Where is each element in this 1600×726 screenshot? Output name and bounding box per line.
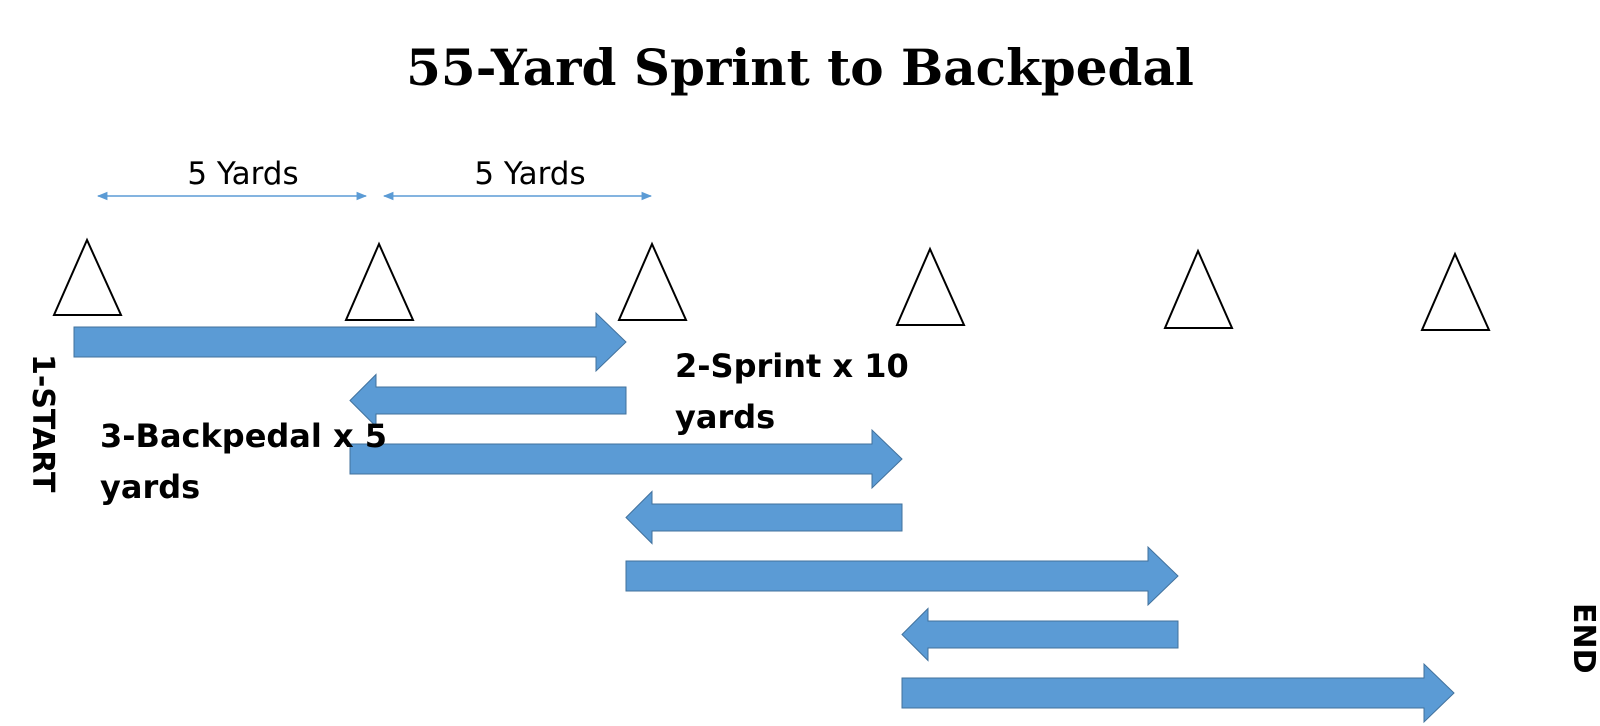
backpedal-arrow (349, 373, 627, 428)
end-label: END (1566, 603, 1600, 674)
cone-icon (1420, 251, 1491, 331)
backpedal-arrow (625, 490, 903, 545)
measurement-2: 5 Yards (382, 156, 653, 201)
cone-icon (617, 241, 688, 321)
cone-icon (52, 237, 123, 316)
sprint-arrow (73, 311, 627, 373)
measurement-1: 5 Yards (96, 156, 368, 201)
cone-row (52, 237, 1491, 331)
sprint-arrow (349, 428, 903, 490)
cone-icon (344, 241, 415, 321)
measurement-label: 5 Yards (474, 156, 585, 192)
backpedal-label-line1: 3-Backpedal x 5 (100, 417, 387, 455)
movement-arrows (73, 311, 1455, 724)
sprint-label-line2: yards (675, 398, 775, 436)
cone-icon (1163, 248, 1234, 329)
backpedal-arrow (901, 607, 1179, 662)
start-label: 1-START (25, 354, 60, 493)
measurement-label: 5 Yards (187, 156, 298, 192)
sprint-arrow (625, 545, 1179, 607)
diagram-title: 55-Yard Sprint to Backpedal (406, 38, 1194, 97)
cone-icon (895, 246, 966, 326)
sprint-label-line1: 2-Sprint x 10 (675, 347, 909, 385)
sprint-arrow (901, 662, 1455, 724)
backpedal-label-line2: yards (100, 468, 200, 506)
